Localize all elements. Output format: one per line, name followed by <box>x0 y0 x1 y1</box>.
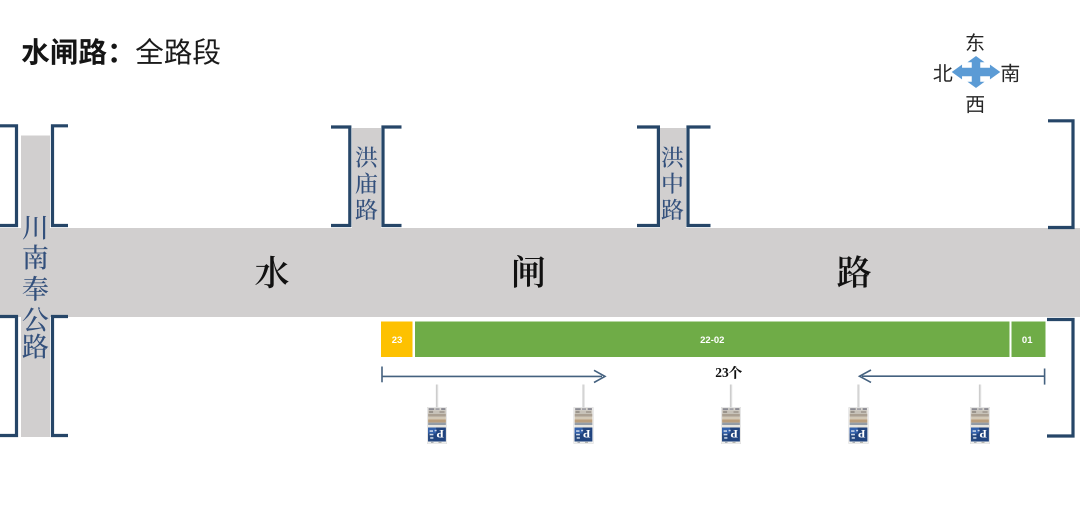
svg-text:23: 23 <box>715 365 729 380</box>
svg-text:23: 23 <box>392 335 403 346</box>
svg-text:22-02: 22-02 <box>700 335 724 346</box>
svg-text:P: P <box>858 427 865 441</box>
svg-text:01: 01 <box>1022 335 1033 346</box>
svg-text:P: P <box>731 427 738 441</box>
svg-text:P: P <box>583 427 590 441</box>
svg-text:P: P <box>980 427 987 441</box>
svg-text:P: P <box>437 427 444 441</box>
